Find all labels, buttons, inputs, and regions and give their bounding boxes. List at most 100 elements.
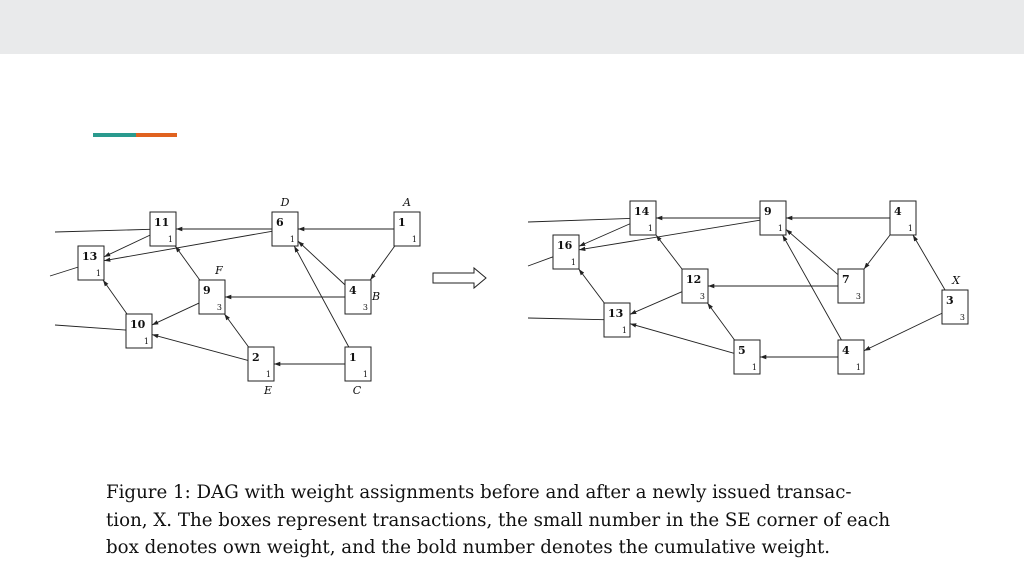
caption-line-1: Figure 1: DAG with weight assignments be… (106, 482, 852, 503)
left-dag-edge (103, 230, 273, 262)
left-dag-node: 43B (344, 279, 380, 315)
cumulative-weight: 1 (398, 216, 406, 229)
cumulative-weight: 14 (634, 205, 650, 218)
cumulative-weight: 13 (82, 250, 97, 263)
left-dag-node: 10 1 (125, 313, 153, 349)
cumulative-weight: 10 (130, 318, 146, 331)
left-dag-edge (297, 240, 346, 286)
own-weight: 1 (144, 337, 149, 346)
transaction-box (941, 289, 969, 325)
transaction-box (271, 211, 299, 247)
accent-bar-teal (93, 133, 136, 137)
right-dag-node: 33 X (941, 274, 969, 325)
left-dag-edge (174, 245, 201, 281)
cumulative-weight: 5 (738, 344, 746, 357)
transaction-label: E (263, 384, 272, 397)
cumulative-weight: 3 (946, 294, 954, 307)
transaction-box (889, 200, 917, 236)
own-weight: 1 (266, 370, 271, 379)
own-weight: 3 (217, 303, 222, 312)
own-weight: 1 (622, 326, 627, 335)
right-dag-edge (912, 234, 946, 291)
transaction-label: B (371, 290, 380, 303)
own-weight: 1 (96, 269, 101, 278)
transaction-label: D (280, 196, 290, 209)
own-weight: 1 (363, 370, 368, 379)
right-dag-incoming-edge (527, 256, 554, 267)
right-dag-node: 73 (837, 268, 865, 304)
cumulative-weight: 12 (686, 273, 701, 286)
right-dag-edge (863, 312, 943, 352)
left-dag-edge (224, 313, 249, 348)
right-dag-edge (578, 223, 631, 247)
left-dag-node: 21E (247, 346, 275, 397)
accent-bar-orange (136, 133, 177, 137)
transaction-box (629, 200, 657, 236)
own-weight: 1 (856, 363, 861, 372)
own-weight: 1 (648, 224, 653, 233)
left-dag-node: 111 (149, 211, 177, 247)
right-dag-edge (707, 302, 735, 341)
figure-caption: Figure 1: DAG with weight assignments be… (106, 479, 926, 562)
own-weight: 1 (752, 363, 757, 372)
cumulative-weight: 4 (894, 205, 902, 218)
own-weight: 1 (412, 235, 417, 244)
right-dag-node: 12 3 (681, 268, 709, 304)
right-dag-node: 14 1 (629, 200, 657, 236)
transaction-box (552, 234, 580, 270)
right-dag-node: 16 1 (552, 234, 580, 270)
right-dag-edge (655, 234, 683, 270)
right-dag-node: 131 (603, 302, 631, 338)
cumulative-weight: 16 (557, 239, 573, 252)
cumulative-weight: 2 (252, 351, 260, 364)
own-weight: 1 (168, 235, 173, 244)
cumulative-weight: 7 (842, 273, 850, 286)
right-arrow-icon (432, 266, 487, 290)
transaction-box (149, 211, 177, 247)
transaction-box (77, 245, 105, 281)
own-weight: 3 (960, 313, 965, 322)
right-dag-incoming-edge (527, 218, 631, 223)
left-dag-edge (369, 245, 396, 281)
own-weight: 1 (778, 224, 783, 233)
transaction-box (344, 279, 372, 315)
right-dag-edge (863, 234, 891, 270)
transaction-box (733, 339, 761, 375)
transaction-box (681, 268, 709, 304)
caption-line-3: box denotes own weight, and the bold num… (106, 537, 831, 558)
transaction-label: C (353, 384, 362, 397)
right-dag-node: 51 (733, 339, 761, 375)
cumulative-weight: 9 (764, 205, 772, 218)
left-dag-node: 61D (271, 196, 299, 247)
transaction-box (603, 302, 631, 338)
right-dag-node: 41 (889, 200, 917, 236)
right-dag-edge (578, 268, 605, 304)
transaction-box (393, 211, 421, 247)
transaction-box (125, 313, 153, 349)
transaction-label: A (402, 196, 411, 209)
own-weight: 1 (571, 258, 576, 267)
own-weight: 3 (700, 292, 705, 301)
left-dag-incoming-edge (54, 228, 151, 233)
own-weight: 1 (908, 224, 913, 233)
right-dag-node: 41 (837, 339, 865, 375)
right-dag-edge (785, 228, 839, 276)
left-dag-node: 11C (344, 346, 372, 397)
caption-line-2: tion, X. The boxes represent transaction… (106, 509, 891, 531)
right-dag-edge (629, 323, 735, 354)
left-dag-node: 13 1 (77, 245, 105, 281)
cumulative-weight: 6 (276, 216, 284, 229)
transaction-box (837, 339, 865, 375)
transaction-label: X (951, 274, 961, 287)
transaction-box (837, 268, 865, 304)
right-dag-node: 91 (759, 200, 787, 236)
right-dag-edge (782, 234, 842, 341)
transaction-box (344, 346, 372, 382)
transaction-box (198, 279, 226, 315)
transaction-box (247, 346, 275, 382)
left-dag-node: 93F (198, 264, 226, 315)
left-dag-edge (102, 279, 128, 315)
top-bar (0, 0, 1024, 54)
cumulative-weight: 1 (349, 351, 357, 364)
